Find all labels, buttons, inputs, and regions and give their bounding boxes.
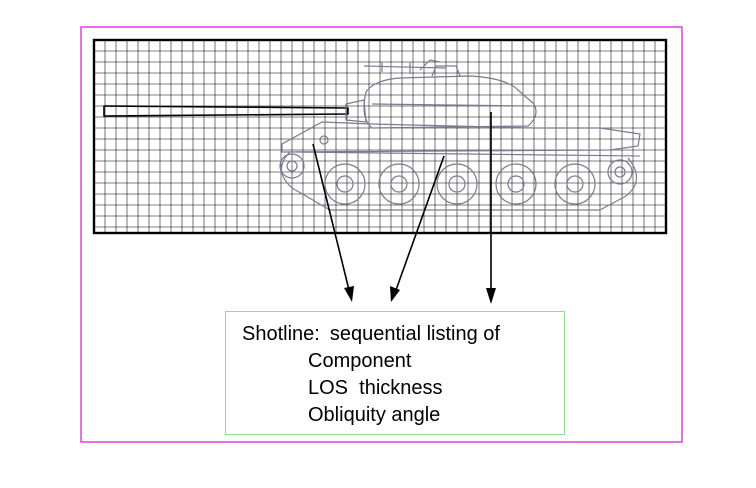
callout-arrows bbox=[312, 112, 496, 304]
tank-drawing bbox=[103, 59, 641, 211]
tank-hull bbox=[281, 121, 641, 153]
tank-track bbox=[280, 151, 638, 211]
tank-road-wheels bbox=[324, 163, 596, 205]
tank-mantlet bbox=[345, 99, 367, 123]
arrow-to-wheels bbox=[390, 155, 445, 302]
tank-fender bbox=[295, 151, 641, 157]
shotline-caption-box: Shotline: sequential listing of Component… bbox=[225, 311, 565, 435]
grid-border bbox=[92, 38, 668, 235]
tank-roof-gun bbox=[363, 59, 447, 74]
tank-headlight bbox=[319, 135, 329, 145]
tank-turret-line bbox=[371, 103, 531, 107]
grid-lines bbox=[94, 40, 666, 233]
grid-panel bbox=[92, 38, 668, 235]
arrow-to-hull bbox=[312, 143, 354, 302]
caption-heading-text: sequential listing of bbox=[329, 323, 500, 345]
tank-gun-barrel bbox=[103, 105, 349, 117]
tank-cupola bbox=[431, 65, 461, 77]
tank-turret bbox=[363, 75, 537, 129]
arrow-to-turret bbox=[486, 112, 496, 304]
caption-item-los-thickness: LOS thickness bbox=[308, 377, 443, 399]
outer-frame bbox=[80, 26, 683, 443]
caption-item-component: Component bbox=[308, 350, 412, 372]
caption-item-obliquity-angle: Obliquity angle bbox=[308, 404, 441, 426]
tank-idler-wheel bbox=[279, 153, 305, 179]
caption-heading-line: Shotline: sequential listing of bbox=[242, 321, 500, 348]
caption-heading: Shotline: bbox=[242, 323, 320, 345]
tank-sprocket-wheel bbox=[607, 159, 633, 185]
